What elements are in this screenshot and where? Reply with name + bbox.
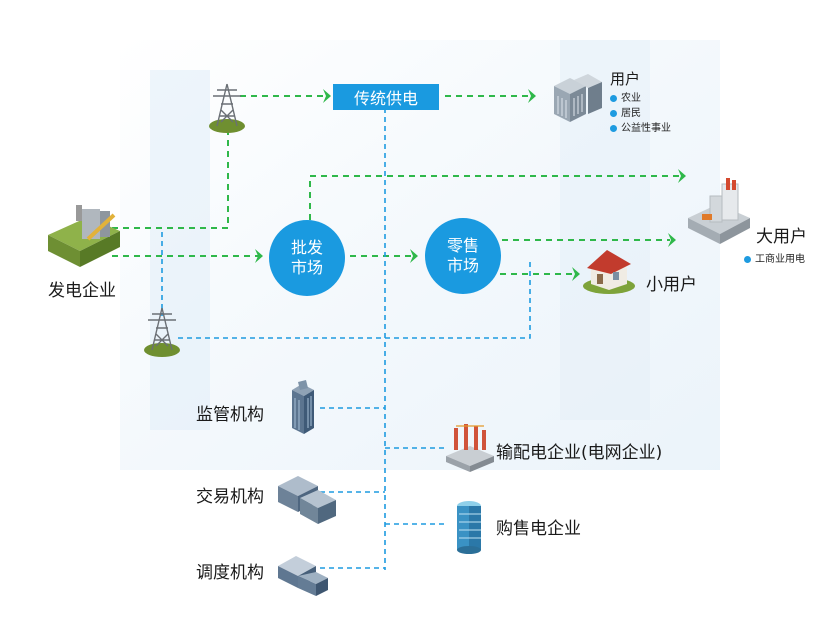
retail-label-line2: 市场 [446, 256, 479, 275]
arrow-to-wholesale [255, 249, 263, 263]
bullet-dot [610, 94, 617, 102]
green-arrowheads [255, 89, 686, 281]
dispatch-building-icon [278, 556, 328, 596]
wholesale-label-line2: 市场 [290, 258, 323, 277]
regulator-label: 监管机构 [196, 405, 264, 425]
users-item-text: 居民 [621, 108, 641, 119]
arrow-to-retail [410, 249, 418, 263]
arrow-to-small-user [572, 267, 580, 281]
retail-label-line1: 零售 [446, 236, 479, 255]
background-bar [150, 70, 210, 430]
transmission-tower-icon [144, 307, 180, 357]
users-item-residents: 居民 [610, 104, 641, 119]
retail-market-node: 零售 市场 [425, 218, 501, 294]
users-item-text: 农业 [621, 93, 641, 104]
bullet-dot [744, 255, 751, 263]
arrow-to-large-user-top [678, 169, 686, 183]
generator-label: 发电企业 [48, 281, 116, 301]
office-buildings-icon [554, 74, 602, 122]
substation-icon [446, 424, 494, 472]
edge-lower-tower-to-retail [178, 258, 531, 339]
users-item-public: 公益性事业 [610, 119, 671, 134]
large-user-item: 工商业用电 [744, 250, 805, 265]
seller-company-label: 购售电企业 [496, 519, 581, 539]
edge-generator-to-tower [112, 128, 229, 229]
tower-building-icon [457, 501, 481, 554]
wholesale-market-node: 批发 市场 [269, 220, 345, 296]
bullet-dot [610, 109, 617, 117]
blue-connectors [161, 108, 531, 570]
regulator-building-icon [292, 380, 314, 434]
small-user-label: 小用户 [646, 275, 697, 295]
house-icon [583, 250, 635, 294]
exchange-label: 交易机构 [196, 487, 264, 507]
traditional-supply-banner: 传统供电 [333, 84, 439, 110]
large-user-item-text: 工商业用电 [755, 254, 805, 265]
dispatch-label: 调度机构 [196, 563, 264, 583]
wholesale-label-line1: 批发 [290, 238, 323, 257]
bullet-dot [610, 124, 617, 132]
factory-icon [48, 205, 120, 267]
users-item-text: 公益性事业 [621, 123, 671, 134]
arrow-to-large-user [668, 233, 676, 247]
traditional-supply-label: 传统供电 [353, 89, 418, 108]
grid-company-label: 输配电企业(电网企业) [496, 443, 663, 463]
exchange-building-icon [278, 476, 336, 524]
large-user-label: 大用户 [756, 227, 807, 247]
power-plant-icon [688, 178, 750, 244]
users-item-agriculture: 农业 [610, 89, 641, 104]
arrow-to-traditional [323, 89, 331, 103]
transmission-tower-icon [209, 83, 245, 133]
users-title: 用户 [610, 70, 641, 88]
green-connectors [112, 95, 680, 275]
edge-wholesale-to-large-user [309, 175, 680, 220]
arrow-to-users [528, 89, 536, 103]
